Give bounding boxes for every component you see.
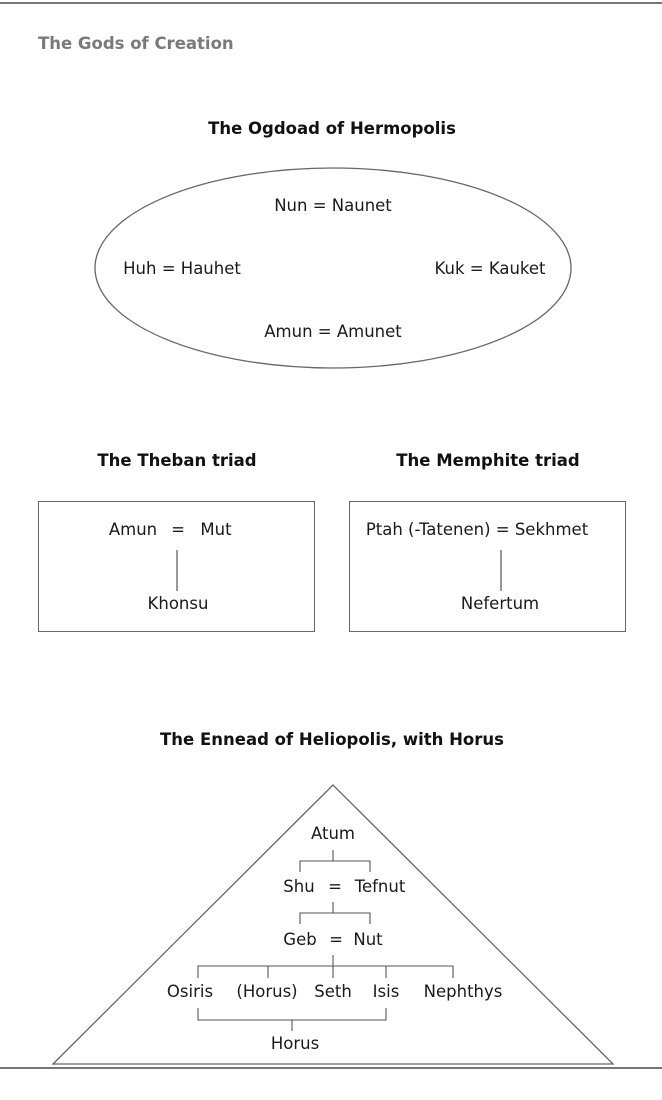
bottom-rule xyxy=(0,1067,662,1069)
shu-tefnut-bracket xyxy=(299,912,371,924)
page-title: The Gods of Creation xyxy=(38,34,234,53)
theban-title: The Theban triad xyxy=(97,451,257,470)
ogdoad-amun-amunet: Amun = Amunet xyxy=(264,322,402,341)
ennead-nut: Nut xyxy=(353,930,383,949)
theban-amun: Amun xyxy=(108,520,158,539)
ennead-seth: Seth xyxy=(314,982,352,1001)
top-rule xyxy=(0,2,662,4)
ennead-triangle xyxy=(51,784,615,1065)
ennead-equals-2: = xyxy=(329,930,343,949)
ennead-title: The Ennead of Heliopolis, with Horus xyxy=(160,730,504,749)
memphite-title: The Memphite triad xyxy=(396,451,580,470)
ennead-tefnut: Tefnut xyxy=(354,877,406,896)
ennead-equals-1: = xyxy=(328,877,342,896)
ennead-nephthys: Nephthys xyxy=(423,982,503,1001)
ennead-shu: Shu xyxy=(283,877,315,896)
ennead-horus-elder: (Horus) xyxy=(236,982,298,1001)
theban-khonsu: Khonsu xyxy=(147,594,209,613)
theban-mut: Mut xyxy=(200,520,232,539)
atum-bracket xyxy=(299,860,371,872)
ogdoad-huh-hauhet: Huh = Hauhet xyxy=(123,259,241,278)
ogdoad-nun-naunet: Nun = Naunet xyxy=(274,196,392,215)
ennead-osiris: Osiris xyxy=(166,982,214,1001)
ogdoad-kuk-kauket: Kuk = Kauket xyxy=(434,259,546,278)
ennead-horus: Horus xyxy=(270,1034,320,1053)
theban-equals: = xyxy=(171,520,185,539)
ennead-geb: Geb xyxy=(283,930,317,949)
theban-box xyxy=(38,501,315,632)
ennead-isis: Isis xyxy=(372,982,400,1001)
ogdoad-ellipse xyxy=(94,167,572,369)
memphite-box xyxy=(349,501,626,632)
memphite-ptah-sekhmet: Ptah (-Tatenen) = Sekhmet xyxy=(365,520,589,539)
memphite-nefertum: Nefertum xyxy=(460,594,540,613)
osiris-isis-bracket xyxy=(197,1008,387,1021)
ogdoad-title: The Ogdoad of Hermopolis xyxy=(208,119,456,138)
children-bracket xyxy=(197,965,454,978)
ennead-atum: Atum xyxy=(311,824,355,843)
